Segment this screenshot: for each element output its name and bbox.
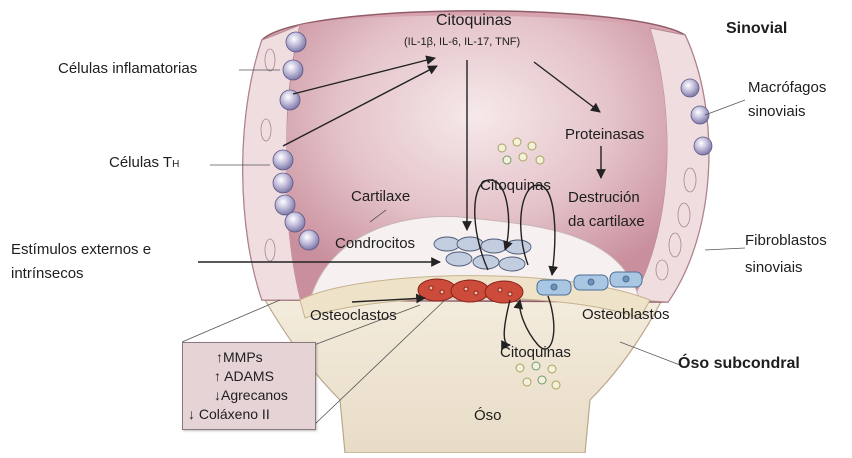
box-line-colaxeno: ↓ Coláxeno II	[188, 406, 270, 422]
osteoclasts	[418, 279, 523, 303]
label-citoquinas-mid: Citoquinas	[480, 177, 551, 195]
label-celulas-th: Células TH	[109, 154, 179, 174]
label-cartilaxe: Cartilaxe	[351, 188, 410, 206]
label-fibroblastos-1: Fibroblastos	[745, 232, 827, 250]
box-line-adams: ↑ ADAMS	[214, 368, 274, 384]
label-destrucion-2: da cartilaxe	[568, 213, 645, 231]
label-estimulos-1: Estímulos externos e	[11, 241, 151, 259]
label-osteoblastos: Osteoblastos	[582, 306, 670, 324]
label-celulas-inflamatorias: Células inflamatorias	[58, 60, 197, 78]
label-celulas-th-sub: H	[172, 159, 179, 170]
label-destrucion-1: Destrución	[568, 189, 640, 207]
label-citoquinas-list: (IL-1β, IL-6, IL-17, TNF)	[404, 36, 520, 49]
label-macrofagos-1: Macrófagos	[748, 79, 826, 97]
label-fibroblastos-2: sinoviais	[745, 259, 803, 277]
box-line-mmps: ↑MMPs	[216, 349, 263, 365]
label-osteoclastos: Osteoclastos	[310, 307, 397, 325]
box-line-agrecanos: ↓Agrecanos	[214, 387, 288, 403]
label-celulas-th-main: Células T	[109, 154, 172, 171]
label-oso: Óso	[474, 407, 502, 425]
label-citoquinas-bottom: Citoquinas	[500, 344, 571, 362]
effects-box: ↑MMPs ↑ ADAMS ↓Agrecanos ↓ Coláxeno II	[182, 342, 316, 430]
label-oso-subcondral: Óso subcondral	[678, 355, 800, 373]
label-condrocitos: Condrocitos	[335, 235, 415, 253]
label-proteinasas: Proteinasas	[565, 126, 644, 144]
label-estimulos-2: intrínsecos	[11, 265, 84, 283]
label-citoquinas-top: Citoquinas	[436, 12, 512, 30]
label-sinovial: Sinovial	[726, 20, 787, 38]
label-macrofagos-2: sinoviais	[748, 103, 806, 121]
